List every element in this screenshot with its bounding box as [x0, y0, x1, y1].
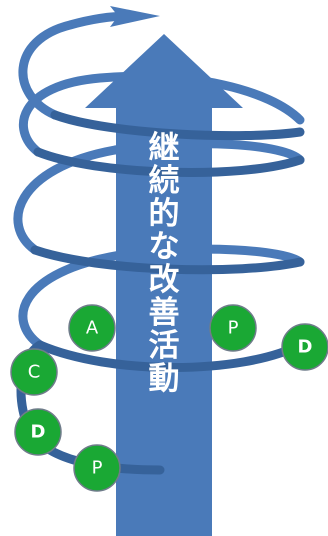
spiral-arrowhead-icon	[110, 6, 160, 27]
title-char: 続	[149, 163, 180, 199]
title-char: 改	[149, 262, 180, 298]
node-d-left: D	[14, 408, 62, 456]
title-char: 活	[149, 328, 180, 364]
cycle-nodes: P D A C D P	[10, 304, 328, 492]
spiral-front-lower	[35, 340, 305, 372]
title-char: 善	[149, 295, 180, 331]
title-text: 継続的な改善活動	[149, 130, 180, 397]
spiral-back-top	[18, 11, 135, 120]
spiral-front-top	[50, 110, 305, 141]
title-char: 動	[149, 361, 180, 397]
spiral-front-middle	[30, 245, 305, 275]
central-arrow	[85, 34, 243, 536]
vertical-title: 継続的な改善活動	[149, 130, 180, 397]
node-d-right: D	[281, 323, 328, 371]
title-char: 的	[149, 196, 180, 232]
title-char: 継	[149, 130, 180, 166]
spiral-back-upper	[18, 71, 305, 157]
node-c-label: C	[28, 362, 41, 383]
node-p-bottom-label: P	[92, 458, 103, 479]
node-p-bottom: P	[73, 444, 121, 492]
node-p-top-label: P	[228, 318, 239, 339]
spiral-front-upper	[33, 147, 305, 177]
node-d-right-label: D	[298, 337, 313, 358]
node-p-top: P	[209, 304, 257, 352]
spiral-back-middle	[13, 139, 305, 255]
node-a: A	[68, 304, 116, 352]
node-c: C	[10, 348, 58, 396]
node-a-label: A	[86, 318, 99, 339]
node-d-left-label: D	[31, 422, 46, 443]
title-char: な	[149, 229, 180, 265]
